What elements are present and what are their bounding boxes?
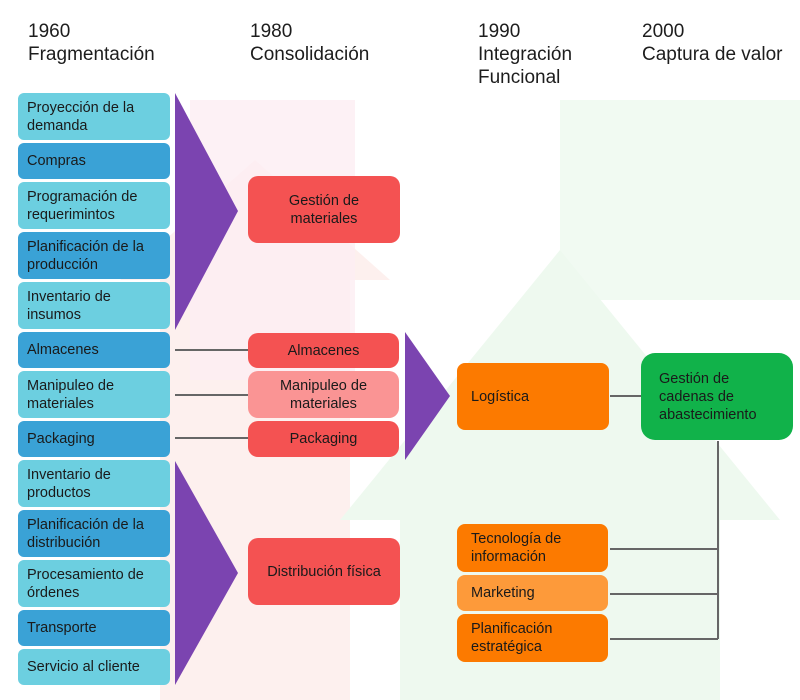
consolidated-materials-handling: Manipuleo de materiales [248, 371, 399, 418]
marketing: Marketing [457, 575, 608, 611]
era-label: Captura de valor [642, 44, 783, 65]
era-1980-heading: 1980 Consolidación [250, 20, 369, 66]
era-year: 2000 [642, 21, 685, 42]
strategic-planning: Planificación estratégica [457, 614, 608, 662]
activity-product-inventory: Inventario de productos [18, 460, 170, 507]
era-1960-heading: 1960 Fragmentación [28, 20, 155, 66]
era-1990-heading: 1990 Integración Funcional [478, 20, 598, 89]
activity-distribution-planning: Planificación de la distribución [18, 510, 170, 557]
era-year: 1990 [478, 21, 521, 42]
era-2000-heading: 2000 Captura de valor [642, 20, 782, 66]
era-year: 1980 [250, 21, 293, 42]
background-arrow-green-top [560, 100, 800, 300]
activity-transport: Transporte [18, 610, 170, 646]
information-technology: Tecnología de información [457, 524, 608, 572]
era-year: 1960 [28, 21, 71, 42]
activity-warehouses: Almacenes [18, 332, 170, 368]
merge-arrow-distribution [175, 461, 238, 685]
logistics: Logística [457, 363, 609, 430]
activity-input-inventory: Inventario de insumos [18, 282, 170, 329]
activity-materials-handling: Manipuleo de materiales [18, 371, 170, 418]
consolidated-warehouses: Almacenes [248, 333, 399, 368]
consolidated-packaging: Packaging [248, 421, 399, 457]
activity-requirements-programming: Programación de requerimintos [18, 182, 170, 229]
era-label: Integración Funcional [478, 44, 573, 88]
era-label: Fragmentación [28, 44, 155, 65]
materials-management: Gestión de materiales [248, 176, 400, 243]
activity-purchasing: Compras [18, 143, 170, 179]
activity-order-processing: Procesamiento de órdenes [18, 560, 170, 607]
activity-production-planning: Planificación de la producción [18, 232, 170, 279]
era-label: Consolidación [250, 44, 370, 65]
activity-demand-forecast: Proyección de la demanda [18, 93, 170, 140]
physical-distribution: Distribución física [248, 538, 400, 605]
merge-arrow-materials [175, 93, 238, 330]
background-arrow-green [340, 250, 780, 700]
activity-packaging: Packaging [18, 421, 170, 457]
supply-chain-management: Gestión de cadenas de abastecimiento [641, 353, 793, 440]
activity-customer-service: Servicio al cliente [18, 649, 170, 685]
merge-arrow-logistics [405, 332, 450, 460]
